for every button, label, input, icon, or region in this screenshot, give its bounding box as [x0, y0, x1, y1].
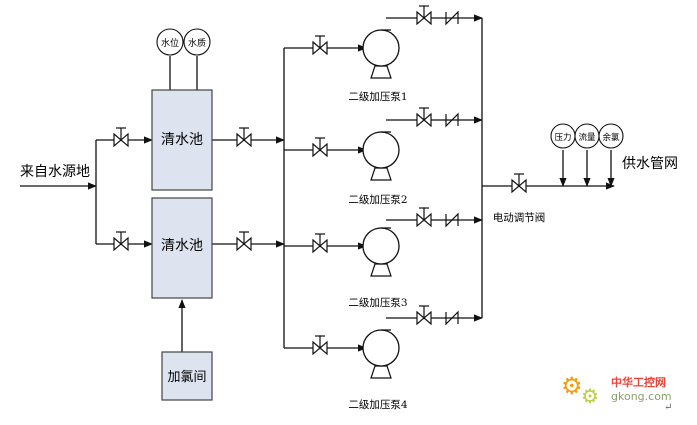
check-valve-4	[445, 310, 459, 326]
pressure-gauge-label: 压力	[554, 132, 571, 143]
pump-discharge-valve-2	[416, 107, 432, 128]
chlorine-gauge-label: 余氯	[602, 132, 620, 143]
tank-2-label: 清水池	[161, 238, 203, 254]
quality-gauge-label: 水质	[188, 37, 206, 49]
control-valve	[511, 173, 527, 194]
chlorination-room	[161, 351, 213, 401]
watermark: ⚙ ⚙ 中华工控网 gkong.com	[559, 372, 687, 412]
pump-suction-valve-4	[312, 335, 328, 356]
tank-1-label: 清水池	[161, 132, 203, 148]
pump-4-label: 二级加压泵4	[348, 399, 407, 411]
pump-discharge-valve-1	[416, 5, 432, 26]
pump-2	[362, 131, 400, 181]
level-gauge-label: 水位	[161, 37, 179, 49]
pump-3	[362, 227, 400, 277]
pump-suction-valve-3	[312, 233, 328, 254]
flow-gauge-label: 流量	[578, 132, 596, 143]
clear-water-tank-1	[151, 89, 213, 191]
pump-3-label: 二级加压泵3	[348, 297, 407, 309]
source-label: 来自水源地	[20, 164, 90, 180]
pump-4	[362, 329, 400, 379]
quality-gauge	[183, 28, 211, 56]
watermark-brand: 中华工控网	[611, 376, 666, 389]
gate-valve-outlet-2	[236, 231, 252, 252]
pump-discharge-valve-4	[416, 305, 432, 326]
pump-2-label: 二级加压泵2	[348, 194, 407, 206]
clear-water-tank-2	[151, 197, 213, 299]
pump-suction-valve-2	[312, 137, 328, 158]
check-valve-1	[445, 10, 459, 26]
gate-valve-outlet-1	[236, 127, 252, 148]
chlorination-room-label: 加氯间	[167, 370, 206, 385]
level-gauge	[156, 28, 184, 56]
check-valve-2	[445, 112, 459, 128]
gear-small-icon: ⚙	[581, 384, 599, 408]
gate-valve-inlet-1	[113, 127, 129, 148]
pump-suction-valve-1	[312, 35, 328, 56]
pump-1-label: 二级加压泵1	[348, 91, 407, 103]
gear-icon: ⚙	[561, 372, 583, 400]
pump-1	[362, 29, 400, 79]
watermark-site: gkong.com	[611, 390, 672, 403]
pump-discharge-valve-3	[416, 207, 432, 228]
return-mark: ↵	[664, 402, 673, 413]
supply-label: 供水管网	[622, 156, 678, 172]
check-valve-3	[445, 212, 459, 228]
control-valve-label: 电动调节阀	[493, 211, 546, 224]
gate-valve-inlet-2	[113, 231, 129, 252]
chlorine-gauge	[598, 123, 624, 149]
